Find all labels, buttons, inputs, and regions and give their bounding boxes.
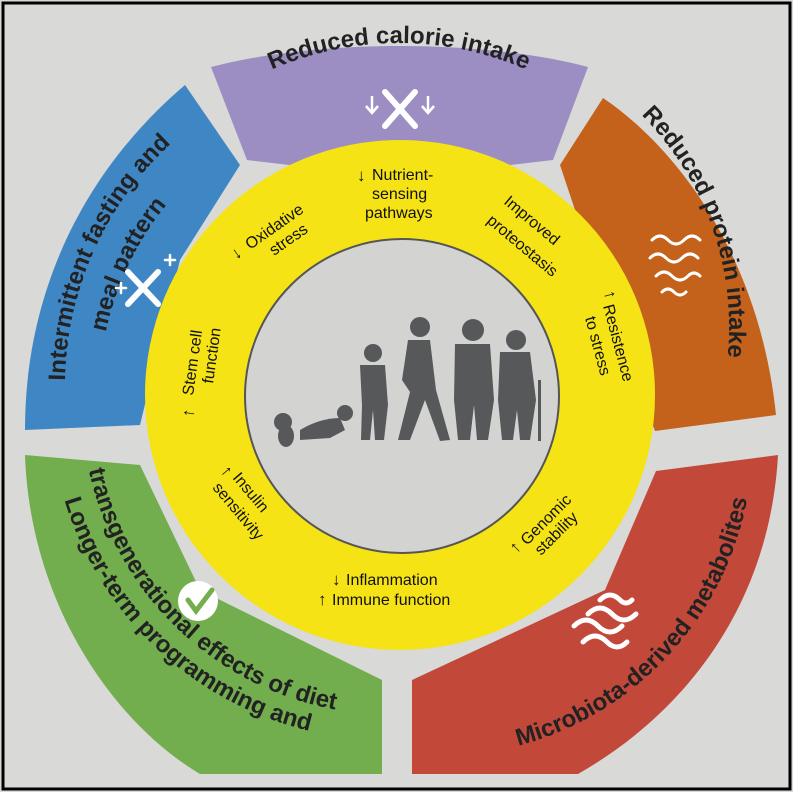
checkmark-icon (178, 581, 218, 621)
svg-text:↑: ↑ (318, 590, 327, 609)
effect-immune-function: ↑ Immune function (318, 590, 450, 609)
svg-text:↓: ↓ (332, 570, 341, 589)
effect-inflammation: ↓ Inflammation (332, 570, 438, 589)
svg-text:Inflammation: Inflammation (346, 572, 438, 589)
svg-text:Immune function: Immune function (332, 592, 450, 609)
svg-text:Nutrient-: Nutrient- (372, 167, 433, 184)
fork-knife-down-arrows-icon (365, 89, 435, 129)
protein-structure-icon (648, 234, 702, 297)
svg-text:↑: ↑ (178, 407, 198, 418)
segment-reduced-protein (560, 98, 776, 431)
human-lifespan-silhouettes-icon (274, 317, 541, 447)
lifespan-center (244, 238, 560, 554)
microbes-icon (571, 592, 639, 650)
segment-microbiota (412, 455, 778, 774)
effect-nutrient-sensing: ↓ Nutrient- sensing pathways (357, 166, 433, 222)
svg-text:pathways: pathways (365, 205, 433, 222)
segment-intermittent (25, 85, 240, 430)
fork-knife-plus-icon (114, 253, 177, 307)
svg-text:sensing: sensing (372, 186, 427, 203)
svg-text:↓: ↓ (357, 166, 366, 185)
